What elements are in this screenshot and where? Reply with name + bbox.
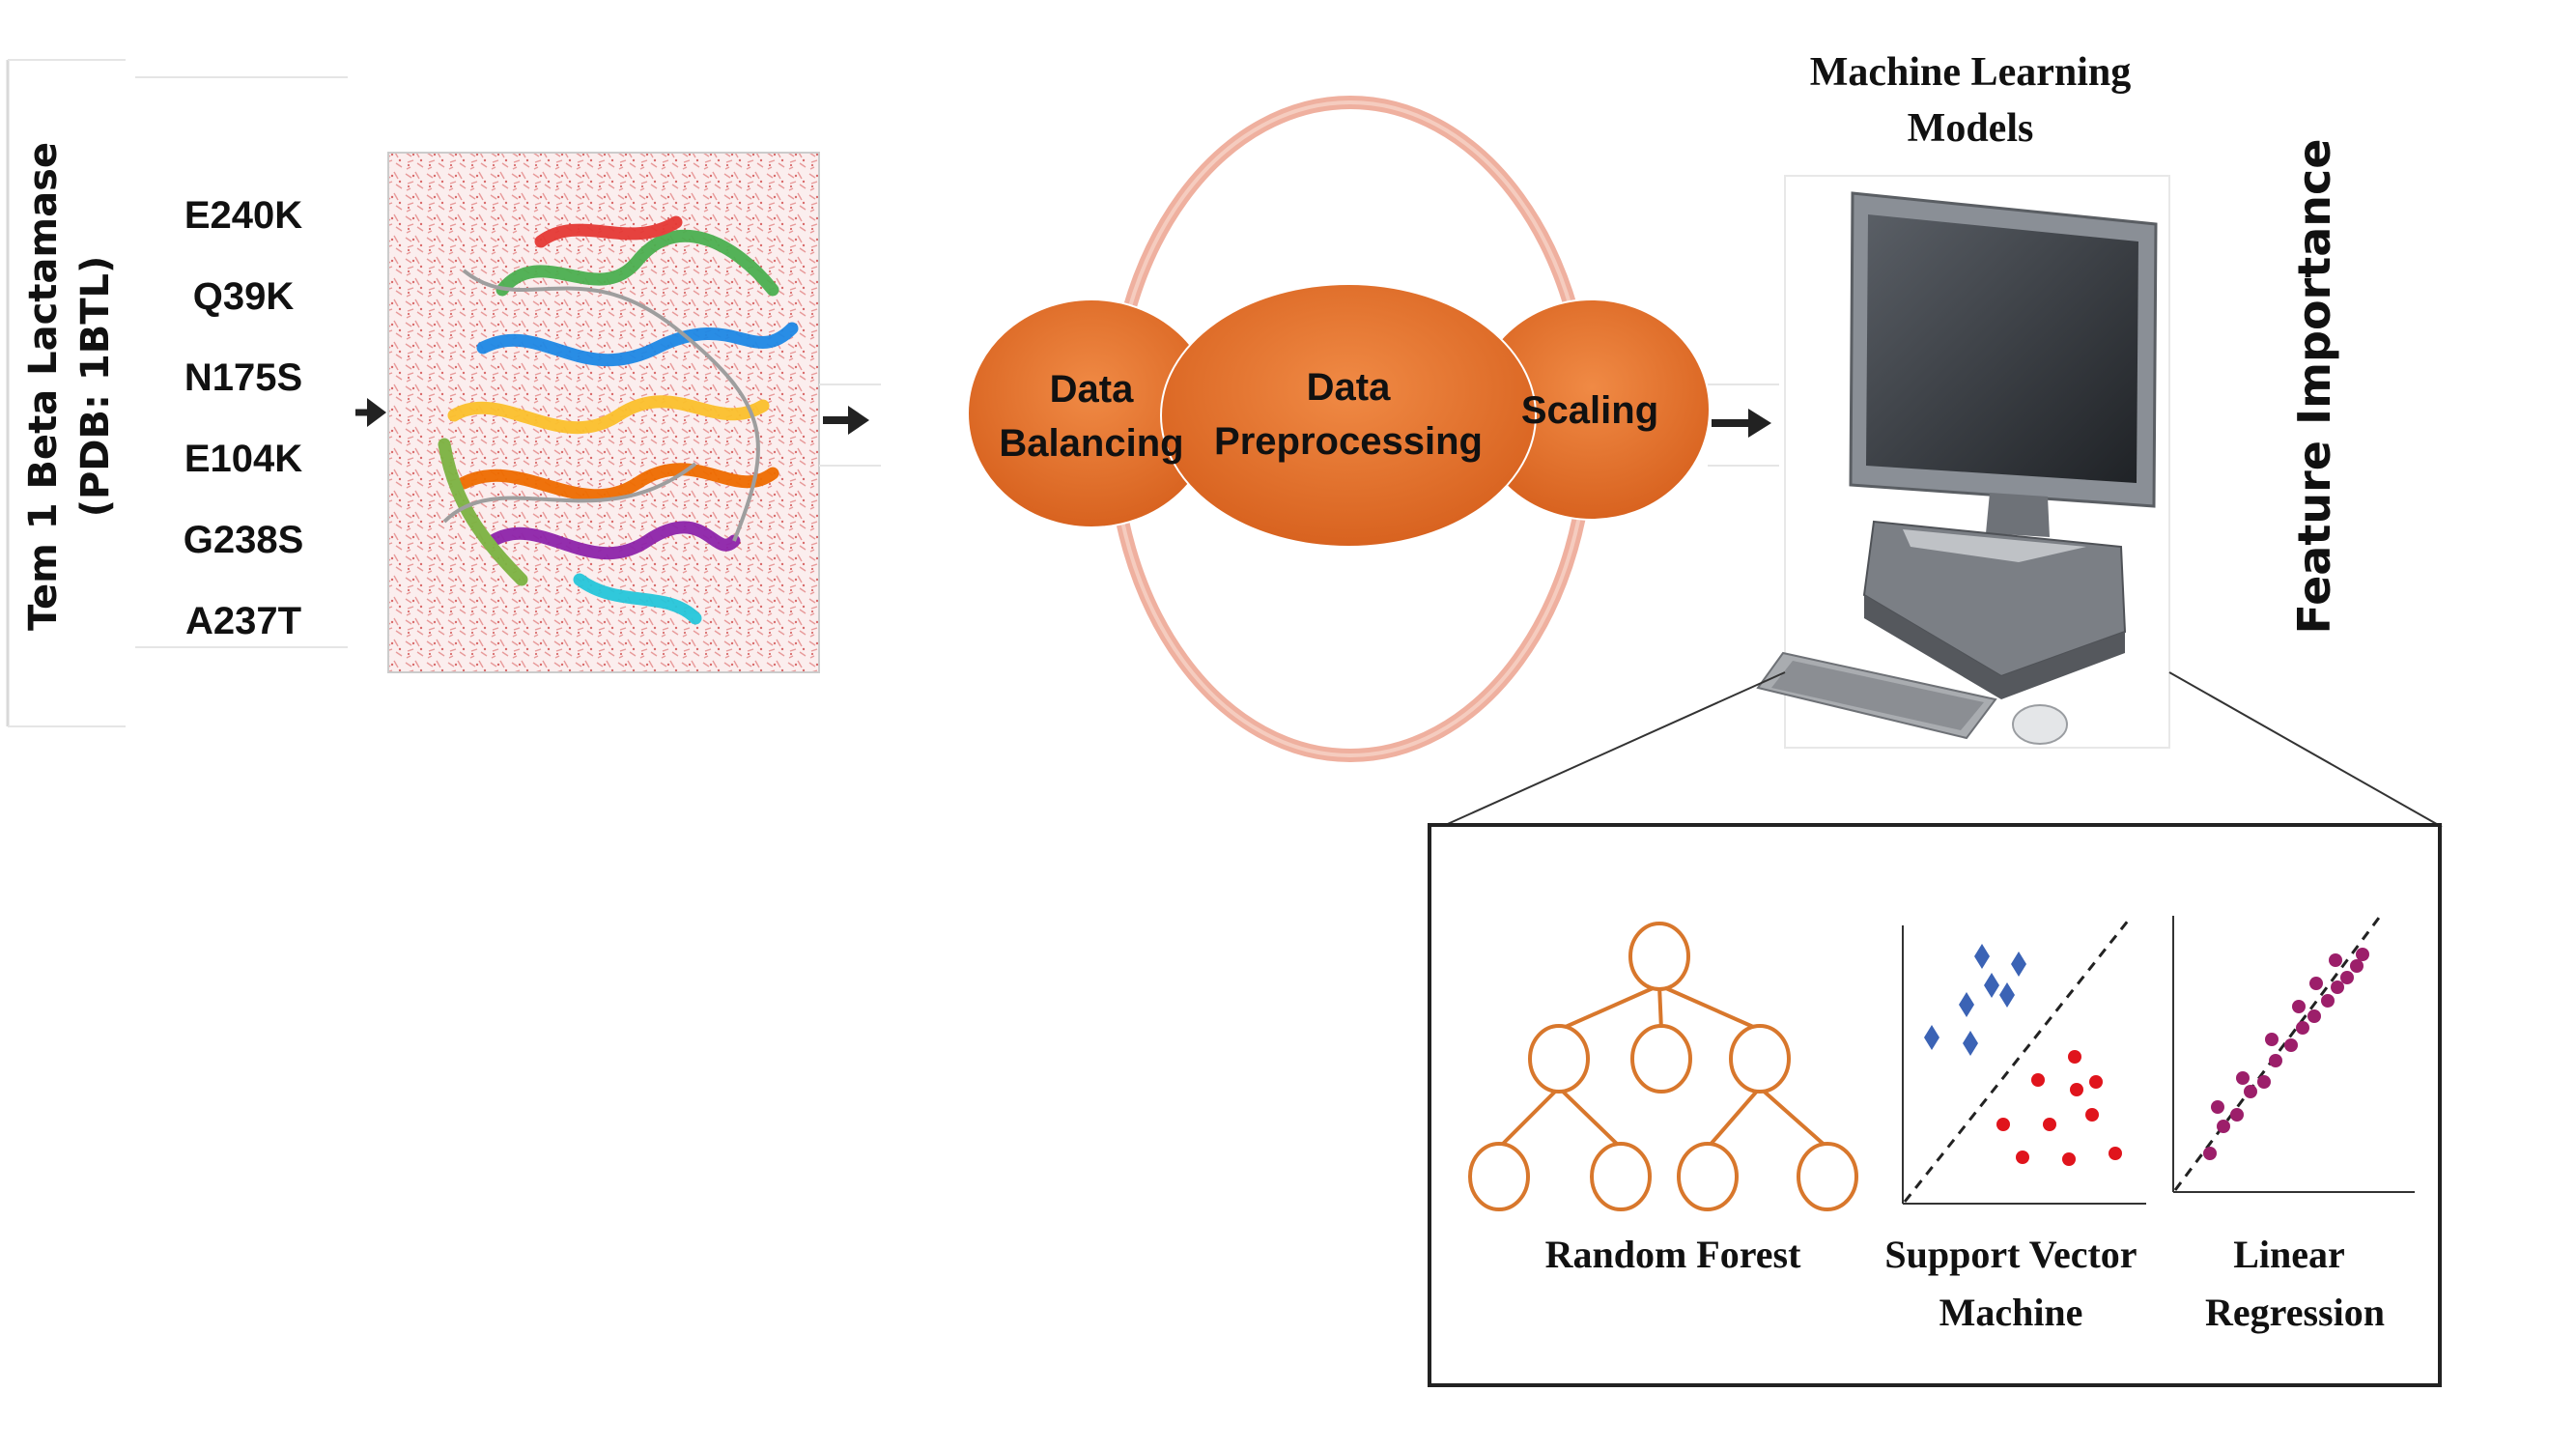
regression-point	[2257, 1075, 2271, 1089]
svm-point-class-a	[1984, 973, 1999, 998]
zoom-line-right	[2168, 671, 2443, 828]
regression-point	[2307, 1009, 2321, 1023]
linear-regression-diagram	[2172, 913, 2415, 1193]
mutation-item: N175S	[184, 356, 302, 399]
mutation-item: Q39K	[193, 275, 295, 318]
mutation-item: E104K	[184, 438, 302, 480]
zoom-line-left	[1440, 671, 1786, 828]
regression-point	[2244, 1085, 2257, 1098]
protein-title: Tem 1 Beta Lactamase	[21, 142, 66, 631]
step-label: Preprocessing	[1214, 420, 1483, 463]
regression-point	[2292, 1000, 2306, 1013]
step-label: Data	[1307, 366, 1391, 409]
regression-point	[2265, 1033, 2279, 1046]
model-label-linear-line2: Regression	[2205, 1291, 2385, 1334]
feature-importance-label: Feature Importance	[2288, 139, 2340, 635]
tree-edge	[1557, 1086, 1623, 1150]
mutation-item: G238S	[184, 519, 304, 561]
regression-point	[2217, 1120, 2230, 1133]
tree-edge	[1706, 1086, 1762, 1150]
tree-node	[1729, 1024, 1791, 1094]
model-label-svm: Support Vector	[1884, 1233, 2137, 1276]
svm-point-class-b	[2109, 1147, 2122, 1160]
svm-point-class-a	[1924, 1025, 1939, 1050]
svm-point-class-b	[2062, 1152, 2076, 1166]
svm-point-class-b	[1996, 1118, 2010, 1131]
regression-point	[2211, 1100, 2224, 1114]
regression-point	[2296, 1021, 2309, 1035]
regression-point	[2236, 1071, 2250, 1085]
regression-point	[2309, 977, 2323, 990]
random-forest-diagram	[1468, 922, 1858, 1211]
tree-node	[1677, 1142, 1739, 1211]
models-panel	[1428, 823, 2442, 1387]
tree-node	[1590, 1142, 1652, 1211]
protein-input-section: Tem 1 Beta Lactamase (PDB: 1BTL) E240K Q…	[6, 59, 881, 727]
protein-pdb-id: (PDB: 1BTL)	[73, 256, 118, 518]
regression-point	[2269, 1054, 2282, 1067]
svm-point-class-b	[2043, 1118, 2056, 1131]
tree-edge	[1497, 1086, 1561, 1150]
svm-point-class-a	[2011, 952, 2026, 977]
svm-point-class-b	[2085, 1108, 2099, 1122]
tree-node	[1797, 1142, 1858, 1211]
tree-edge	[1558, 983, 1660, 1032]
tree-node	[1628, 922, 1690, 991]
step-label: Scaling	[1521, 389, 1658, 432]
svm-point-class-a	[1963, 1031, 1978, 1056]
svm-point-class-b	[2070, 1083, 2083, 1096]
data-preprocessing-node	[1160, 283, 1537, 548]
svm-point-class-b	[2016, 1151, 2029, 1164]
regression-point	[2340, 971, 2354, 984]
protein-structure-image	[387, 152, 820, 673]
arrow-right-icon	[355, 398, 386, 427]
svm-point-class-b	[2031, 1073, 2045, 1087]
regression-line	[2173, 913, 2384, 1191]
models-section: Machine Learning Models Feature Importan…	[1428, 50, 2443, 1387]
tree-node	[1630, 1024, 1692, 1094]
arrow-right-icon	[823, 406, 869, 435]
svm-point-class-a	[1999, 982, 2015, 1008]
arrow-right-icon	[1712, 409, 1771, 438]
regression-point	[2230, 1108, 2244, 1122]
model-label-linear: Linear	[2233, 1233, 2345, 1276]
svm-point-class-a	[1959, 992, 1974, 1017]
step-label: Balancing	[999, 422, 1183, 465]
regression-point	[2284, 1038, 2298, 1052]
regression-point	[2203, 1147, 2217, 1160]
tree-edge	[1658, 983, 1761, 1032]
preprocessing-section: Data Balancing Data Preprocessing Scalin…	[967, 96, 1779, 762]
svm-point-class-b	[2089, 1075, 2103, 1089]
models-title-line2: Models	[1908, 106, 2034, 151]
svm-hyperplane	[1903, 919, 2131, 1203]
mutation-list: E240K Q39K N175S E104K G238S A237T	[184, 194, 304, 642]
tree-edge	[1758, 1086, 1829, 1150]
regression-point	[2331, 980, 2344, 994]
computer-icon	[1756, 175, 2170, 749]
model-label-random-forest: Random Forest	[1545, 1233, 1801, 1276]
model-label-svm-line2: Machine	[1939, 1291, 2083, 1334]
svm-point-class-a	[1974, 944, 1990, 969]
tree-edge	[1657, 984, 1663, 1031]
mutation-item: A237T	[185, 600, 301, 642]
svm-point-class-b	[2068, 1050, 2081, 1064]
regression-point	[2350, 959, 2364, 973]
tree-node	[1528, 1024, 1590, 1094]
svm-diagram	[1902, 919, 2146, 1205]
mutation-item: E240K	[184, 194, 302, 237]
tree-node	[1468, 1142, 1530, 1211]
regression-point	[2356, 948, 2369, 961]
step-label: Data	[1050, 368, 1134, 411]
regression-point	[2321, 994, 2335, 1008]
models-title: Machine Learning	[1810, 50, 2132, 95]
regression-point	[2329, 953, 2342, 967]
